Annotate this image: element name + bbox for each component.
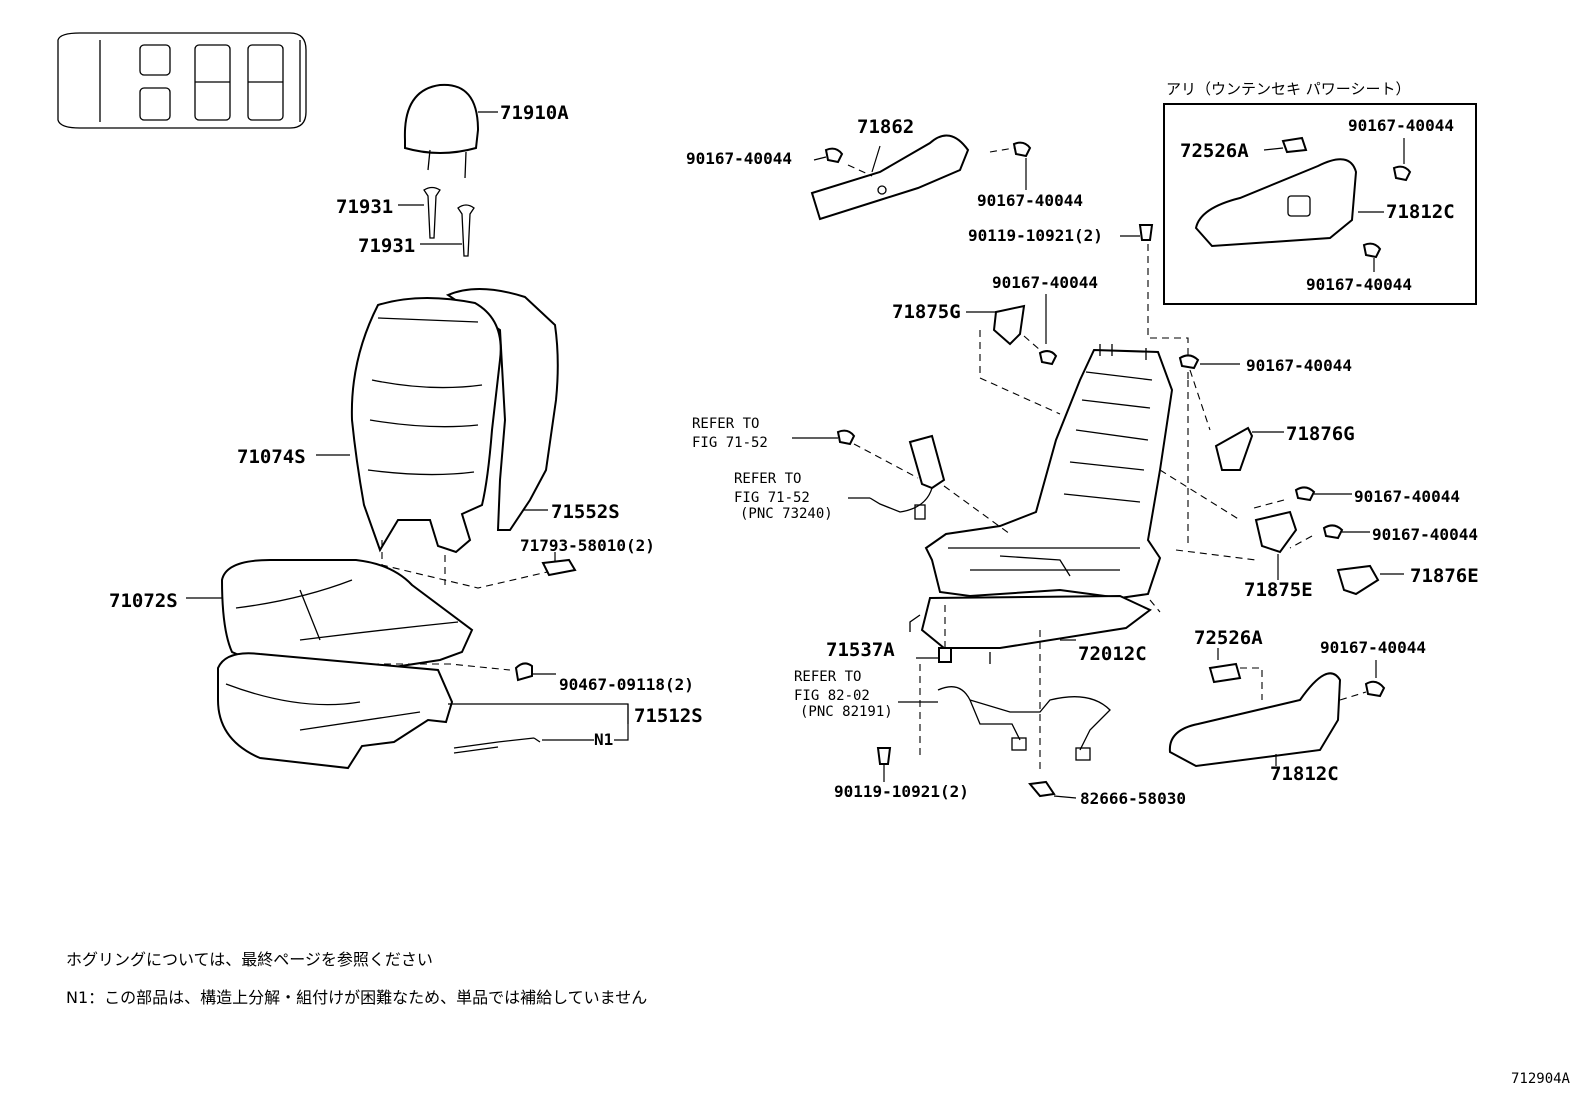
bracket-part xyxy=(1028,780,1056,798)
knob-part xyxy=(1208,662,1242,684)
headrest-guide-part xyxy=(423,186,475,257)
part-label: 71512S xyxy=(634,705,703,727)
part-label: 71537A xyxy=(826,639,895,661)
part-label: 90167-40044 xyxy=(992,273,1098,292)
part-label: 90167-40044 xyxy=(977,191,1083,210)
part-label: 90167-40044 xyxy=(1246,356,1352,375)
part-label: 71875G xyxy=(892,301,961,323)
seatback-pad-part xyxy=(445,287,559,531)
seat-frame-part xyxy=(924,344,1174,600)
reference-label: FIG 71-52 xyxy=(692,435,768,451)
seat-belt-buckle-part xyxy=(869,434,946,520)
clip-part xyxy=(541,558,577,577)
cover-part xyxy=(1336,564,1380,596)
part-label: 90167-40044 xyxy=(1348,116,1454,135)
part-label: 90467-09118(2) xyxy=(559,675,694,694)
part-label: 71876G xyxy=(1286,423,1355,445)
part-label: 71812C xyxy=(1386,201,1455,223)
reference-label: REFER TO xyxy=(692,416,759,432)
part-label: 71910A xyxy=(500,102,569,124)
variant-box xyxy=(1163,103,1477,305)
part-label: 71793-58010(2) xyxy=(520,536,655,555)
power-seat-shield-part xyxy=(1168,672,1342,768)
clip-part xyxy=(1362,165,1412,259)
seat-track-part xyxy=(909,594,1152,664)
seat-cushion-pad-part xyxy=(217,652,454,770)
part-label: 90167-40044 xyxy=(1354,487,1460,506)
footnote-n1: N1：この部品は、構造上分解・組付けが困難なため、単品では補給していません xyxy=(66,988,648,1007)
part-label: 71812C xyxy=(1270,763,1339,785)
figure-id: 712904A xyxy=(1510,1071,1570,1087)
side-cover-part xyxy=(810,134,970,221)
part-label: 90167-40044 xyxy=(1372,525,1478,544)
part-label: 71552S xyxy=(551,501,620,523)
reference-label: REFER TO xyxy=(794,669,861,685)
bolt-part xyxy=(876,747,892,765)
part-label: 71876E xyxy=(1410,565,1479,587)
clip-part xyxy=(1178,354,1344,540)
reference-label: (PNC 82191) xyxy=(800,704,893,720)
headrest-part xyxy=(403,83,480,179)
part-label: 71931 xyxy=(358,235,415,257)
part-label: 72526A xyxy=(1194,627,1263,649)
part-label: 82666-58030 xyxy=(1080,789,1186,808)
power-seat-shield-part xyxy=(1194,158,1358,248)
bolt-part xyxy=(1138,224,1154,241)
clip-part xyxy=(824,141,1032,164)
part-label: 71931 xyxy=(336,196,393,218)
clip-part xyxy=(514,662,533,682)
footnote-hog-ring: ホグリングについては、最終ページを参照ください xyxy=(66,950,433,969)
part-label: 90119-10921(2) xyxy=(968,226,1103,245)
seat-cushion-cover-part xyxy=(220,559,474,686)
reference-label: (PNC 73240) xyxy=(740,506,833,522)
part-label: 71875E xyxy=(1244,579,1313,601)
seatback-cover-part xyxy=(350,297,502,554)
cover-part xyxy=(1254,510,1298,554)
part-label: 90167-40044 xyxy=(1320,638,1426,657)
part-label: 72012C xyxy=(1078,643,1147,665)
part-label: 71072S xyxy=(109,590,178,612)
hog-ring-part xyxy=(453,737,541,754)
knob-part xyxy=(1281,136,1308,154)
part-label: 90167-40044 xyxy=(1306,275,1412,294)
part-label: 71074S xyxy=(237,446,306,468)
part-label: 90119-10921(2) xyxy=(834,782,969,801)
part-label: 71862 xyxy=(857,116,914,138)
bolt-part xyxy=(836,429,856,446)
cover-part xyxy=(1214,426,1254,471)
reference-label: FIG 71-52 xyxy=(734,490,810,506)
variant-header: アリ（ウンテンセキ パワーシート） xyxy=(1166,80,1410,98)
cover-part xyxy=(992,304,1026,346)
part-label: 90167-40044 xyxy=(686,149,792,168)
reference-label: FIG 82-02 xyxy=(794,688,870,704)
part-label: N1 xyxy=(594,730,613,749)
reference-label: REFER TO xyxy=(734,471,801,487)
wire-harness-part xyxy=(937,686,1111,761)
clip-part xyxy=(1038,350,1058,366)
clip-part xyxy=(1364,680,1386,698)
small-pad-part xyxy=(938,647,952,663)
part-label: 72526A xyxy=(1180,140,1249,162)
vehicle-locator-icon xyxy=(57,32,307,129)
